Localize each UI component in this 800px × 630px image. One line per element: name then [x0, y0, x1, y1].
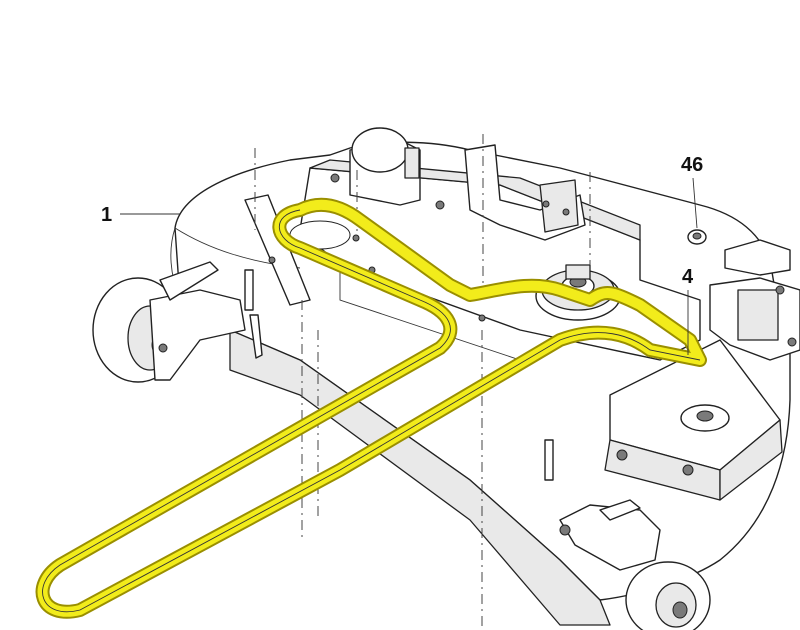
belt-cover-plate: [604, 339, 783, 501]
callout-1-label: 1: [101, 204, 112, 226]
leader-lines: [120, 177, 698, 355]
nut-part: [687, 229, 707, 245]
callout-46-label: 46: [681, 154, 703, 176]
drive-belt-inner-line: [42, 209, 701, 613]
rear-bracket-left: [330, 127, 445, 210]
callout-4-label: 4: [682, 266, 694, 288]
right-front-wheel: [544, 439, 711, 630]
drive-belt: [35, 197, 707, 619]
left-front-wheel: [92, 261, 263, 383]
left-bracket: [244, 194, 311, 306]
rear-bracket-center: [464, 144, 586, 241]
right-rear-bracket: [709, 239, 800, 361]
